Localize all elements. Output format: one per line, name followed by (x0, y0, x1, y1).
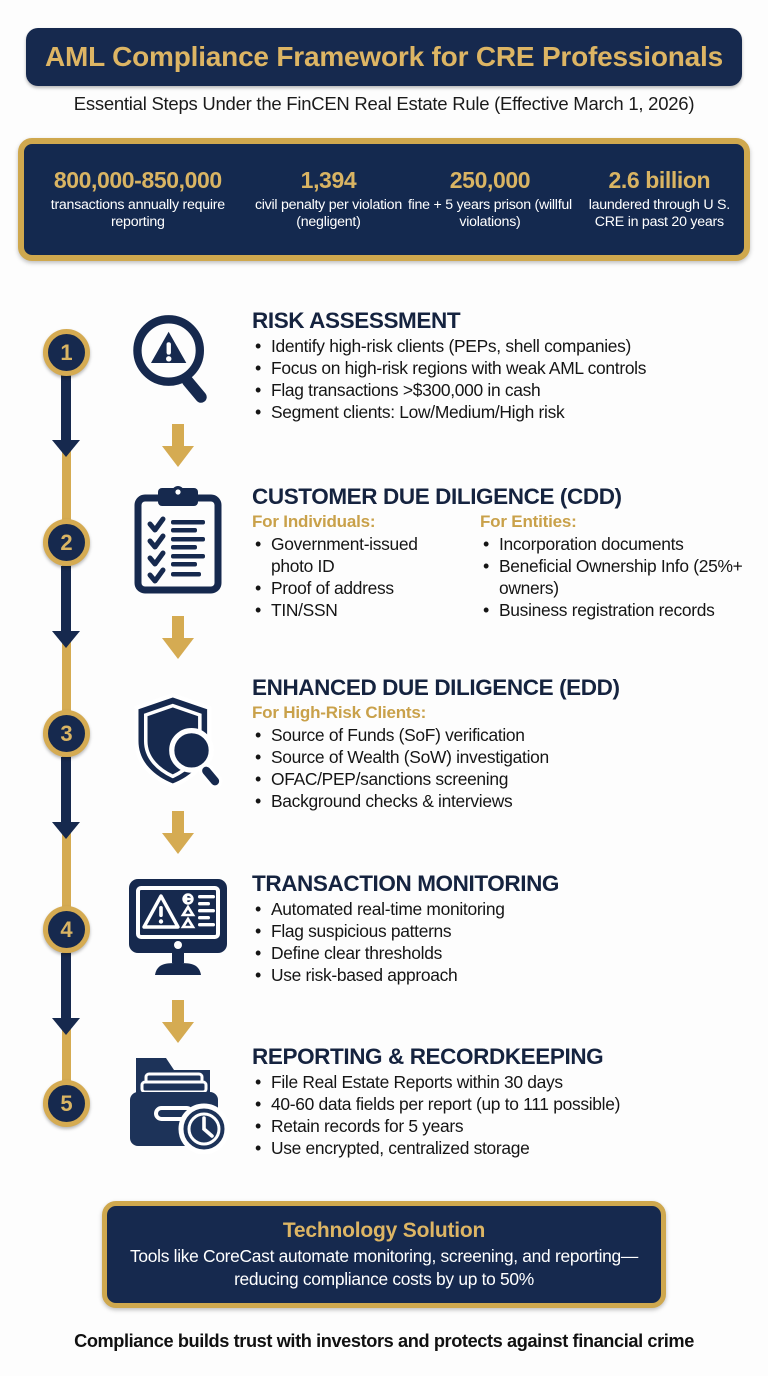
list-item: Beneficial Ownership Info (25%+ owners) (480, 555, 752, 600)
step-heading: CUSTOMER DUE DILIGENCE (CDD) (252, 484, 622, 509)
stat-item: 800,000-850,000 transactions annually re… (24, 167, 252, 231)
list-item: Incorporation documents (480, 533, 752, 556)
flow-arrow-down-icon (160, 424, 196, 468)
stats-band: 800,000-850,000 transactions annually re… (18, 138, 750, 261)
header-banner: AML Compliance Framework for CRE Profess… (26, 28, 742, 86)
step-2-content: CUSTOMER DUE DILIGENCE (CDD) For Individ… (252, 484, 752, 622)
stat-label: civil penalty per violation (negligent) (254, 196, 402, 231)
step-number-2: 2 (43, 519, 90, 566)
stat-label: laundered through U S. CRE in past 20 ye… (588, 196, 730, 231)
list-item: Source of Wealth (SoW) investigation (252, 746, 752, 769)
stat-value: 2.6 billion (608, 167, 711, 194)
step-heading: REPORTING & RECORDKEEPING (252, 1044, 604, 1069)
stat-label: fine + 5 years prison (willful violation… (407, 196, 572, 231)
step-2-column-individuals: For Individuals: Government-issued photo… (252, 510, 462, 622)
step-bullet-list: Source of Funds (SoF) verification Sourc… (252, 724, 752, 813)
timeline-arrow-segment (61, 375, 71, 442)
stat-item: 1,394 civil penalty per violation (negli… (252, 167, 406, 231)
list-item: Flag suspicious patterns (252, 920, 752, 943)
timeline-arrow-segment (61, 953, 71, 1020)
step-bullet-list: Government-issued photo ID Proof of addr… (252, 533, 462, 622)
step-number-4: 4 (43, 906, 90, 953)
list-item: Background checks & interviews (252, 790, 752, 813)
list-item: Segment clients: Low/Medium/High risk (252, 401, 752, 424)
stat-item: 2.6 billion laundered through U S. CRE i… (575, 167, 744, 231)
timeline-arrow-segment (61, 566, 71, 633)
stat-value: 250,000 (449, 167, 531, 194)
flow-arrow-down-icon (160, 1000, 196, 1044)
list-item: Retain records for 5 years (252, 1115, 752, 1138)
stat-item: 250,000 fine + 5 years prison (willful v… (405, 167, 574, 231)
list-item: Source of Funds (SoF) verification (252, 724, 752, 747)
monitor-alert-icon (118, 872, 238, 980)
magnifier-warning-icon (118, 308, 238, 418)
list-item: Identify high-risk clients (PEPs, shell … (252, 335, 752, 358)
timeline-arrow-segment (61, 757, 71, 824)
step-5-content: REPORTING & RECORDKEEPING File Real Esta… (252, 1044, 752, 1160)
column-label: For Individuals: (252, 511, 376, 531)
stat-value: 800,000-850,000 (53, 167, 222, 194)
list-item: Business registration records (480, 599, 752, 622)
flow-arrow-down-icon (160, 811, 196, 855)
step-heading: RISK ASSESSMENT (252, 308, 461, 333)
column-label: For High-Risk Clients: (252, 702, 427, 722)
list-item: Automated real-time monitoring (252, 898, 752, 921)
step-bullet-list: File Real Estate Reports within 30 days … (252, 1071, 752, 1160)
step-number-1: 1 (43, 329, 90, 376)
list-item: Use encrypted, centralized storage (252, 1137, 752, 1160)
list-item: Define clear thresholds (252, 942, 752, 965)
list-item: Proof of address (252, 577, 462, 600)
tech-body: Tools like CoreCast automate monitoring,… (130, 1246, 638, 1289)
page-title: AML Compliance Framework for CRE Profess… (44, 41, 723, 72)
step-2-column-entities: For Entities: Incorporation documents Be… (480, 510, 752, 622)
column-label: For Entities: (480, 511, 577, 531)
list-item: File Real Estate Reports within 30 days (252, 1071, 752, 1094)
page-subtitle: Essential Steps Under the FinCEN Real Es… (73, 93, 695, 114)
stat-label: transactions annually require reporting (50, 196, 225, 231)
list-item: 40-60 data fields per report (up to 111 … (252, 1093, 752, 1116)
step-1-content: RISK ASSESSMENT Identify high-risk clien… (252, 308, 752, 424)
step-number-5: 5 (43, 1080, 90, 1127)
list-item: OFAC/PEP/sanctions screening (252, 768, 752, 791)
list-item: Government-issued photo ID (252, 533, 462, 578)
list-item: Focus on high-risk regions with weak AML… (252, 357, 752, 380)
technology-solution-box: Technology Solution Tools like CoreCast … (102, 1201, 666, 1308)
footer-note: Compliance builds trust with investors a… (74, 1331, 694, 1351)
step-heading: ENHANCED DUE DILIGENCE (EDD) (252, 675, 620, 700)
step-bullet-list: Identify high-risk clients (PEPs, shell … (252, 335, 752, 424)
list-item: TIN/SSN (252, 599, 462, 622)
flow-arrow-down-icon (160, 616, 196, 660)
step-bullet-list: Automated real-time monitoring Flag susp… (252, 898, 752, 987)
clipboard-checklist-icon (118, 482, 238, 600)
list-item: Flag transactions >$300,000 in cash (252, 379, 752, 402)
list-item: Use risk-based approach (252, 964, 752, 987)
tech-title: Technology Solution (282, 1219, 486, 1243)
stat-value: 1,394 (300, 167, 357, 194)
step-4-content: TRANSACTION MONITORING Automated real-ti… (252, 871, 752, 987)
step-3-content: ENHANCED DUE DILIGENCE (EDD) For High-Ri… (252, 675, 752, 813)
step-bullet-list: Incorporation documents Beneficial Owner… (480, 533, 752, 622)
step-number-3: 3 (43, 710, 90, 757)
step-heading: TRANSACTION MONITORING (252, 871, 560, 896)
folder-clock-icon (118, 1046, 238, 1158)
shield-magnifier-icon (118, 686, 238, 796)
